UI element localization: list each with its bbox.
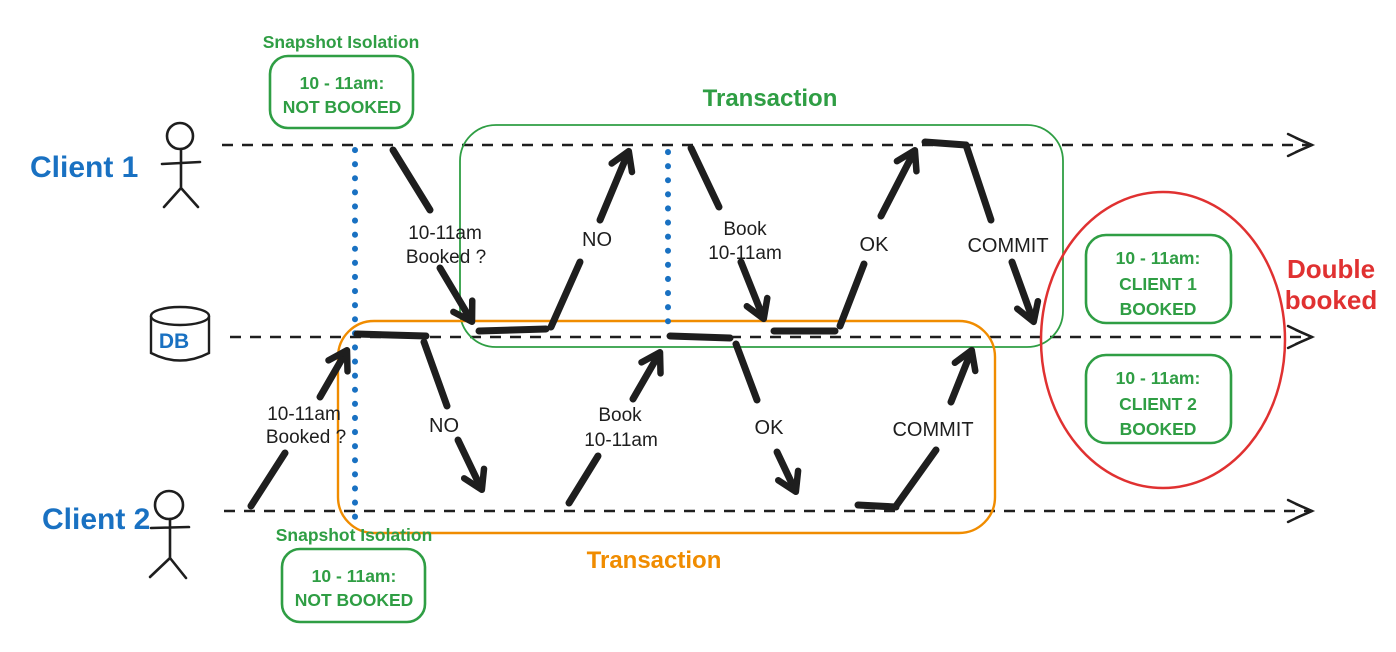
double-booked-label-line1: Double <box>1287 254 1375 284</box>
double-booked-ellipse <box>1039 190 1287 490</box>
snapshot-top-box <box>268 54 415 130</box>
client1-book-label-line2: 10-11am <box>708 243 782 264</box>
client2-ok-arrow-seg2 <box>773 448 802 496</box>
client2-head <box>153 489 185 521</box>
snapshot-bottom-title: Snapshot Isolation <box>276 525 433 545</box>
snapshot-top-title: Snapshot Isolation <box>263 32 420 52</box>
client2-no-label: NO <box>429 415 459 437</box>
client2-book-label-line2: 10-11am <box>584 430 658 451</box>
client2-body <box>148 517 191 580</box>
client1-ok-arrow-seg2 <box>877 146 920 220</box>
client1-label: Client 1 <box>30 151 138 184</box>
client2-query-label-line1: 10-11am <box>267 404 341 425</box>
client1-transaction-label: Transaction <box>703 85 838 112</box>
client1-ok-arrow-seg1 <box>836 260 868 330</box>
snapshot-bottom-box <box>280 547 427 624</box>
client2-no-arrow-seg2 <box>454 436 488 494</box>
client2-booked-box <box>1084 353 1233 445</box>
client1-commit-arrow-seg1 <box>962 141 995 224</box>
client1-query-arrow-seg1 <box>389 146 434 214</box>
client2-db-segment1 <box>353 330 430 340</box>
client2-transaction-label: Transaction <box>587 547 722 574</box>
client2-db-segment2 <box>666 332 734 342</box>
client2-ok-arrow-seg1 <box>732 340 761 404</box>
db-cylinder-body <box>149 316 211 362</box>
client2-arrows <box>247 330 979 511</box>
client1-top-segment <box>921 138 970 149</box>
client1-ok-label: OK <box>860 234 890 256</box>
client1-head <box>165 121 195 151</box>
client1-no-label: NO <box>582 229 612 251</box>
timelines <box>222 132 1316 524</box>
client2-commit-arrow-seg1 <box>892 446 940 510</box>
client1-db-segment1 <box>475 325 550 335</box>
client1-commit-label: COMMIT <box>967 235 1048 257</box>
client2-label: Client 2 <box>42 503 150 536</box>
client1-no-arrow-seg1 <box>547 258 584 331</box>
client2-commit-label: COMMIT <box>892 419 973 441</box>
client1-book-label-line1: Book <box>723 219 767 240</box>
double-booked-label-line2: booked <box>1285 285 1377 315</box>
snapshot-bottom-line1: 10 - 11am: <box>312 566 397 586</box>
client2-book-label-line1: Book <box>598 405 642 426</box>
client1-commit-arrow-seg2 <box>1008 258 1042 326</box>
client2-booked-line1: 10 - 11am: <box>1116 368 1201 388</box>
client1-arrows <box>389 138 1042 335</box>
db-label: DB <box>159 330 189 353</box>
client1-booked-box <box>1084 233 1233 325</box>
client1-query-label-line1: 10-11am <box>408 223 482 244</box>
client1-actor-icon <box>160 121 202 209</box>
client1-book-arrow-seg1 <box>687 144 723 211</box>
client2-book-arrow-seg1 <box>565 452 602 507</box>
client2-query-label-line2: Booked ? <box>266 427 346 448</box>
client1-booked-line1: 10 - 11am: <box>1116 248 1201 268</box>
client2-ok-label: OK <box>755 417 785 439</box>
database-icon <box>149 305 211 362</box>
client1-no-arrow-seg2 <box>596 147 636 224</box>
client2-no-arrow-seg1 <box>420 338 451 410</box>
client2-book-arrow-seg2 <box>629 349 664 403</box>
client1-booked-line3: BOOKED <box>1120 299 1197 319</box>
client2-commit-arrow-seg2 <box>947 346 979 406</box>
client1-booked-line2: CLIENT 1 <box>1119 274 1197 294</box>
client2-query-arrow-seg1 <box>247 449 289 510</box>
db-cylinder-top <box>149 305 211 327</box>
client2-booked-line2: CLIENT 2 <box>1119 394 1197 414</box>
snapshot-bottom-line2: NOT BOOKED <box>295 590 414 610</box>
client1-query-arrow-seg2 <box>436 264 476 325</box>
client2-actor-icon <box>148 489 191 580</box>
client1-query-label-line2: Booked ? <box>406 247 486 268</box>
client1-transaction-box <box>459 124 1064 348</box>
snapshot-top-line2: NOT BOOKED <box>283 97 402 117</box>
snapshot-top-line1: 10 - 11am: <box>300 73 385 93</box>
client1-book-arrow-seg2 <box>737 258 771 323</box>
client2-bottom-segment <box>854 501 900 511</box>
client1-body <box>160 147 202 209</box>
client2-booked-line3: BOOKED <box>1120 419 1197 439</box>
client2-query-arrow-seg2 <box>316 347 351 401</box>
